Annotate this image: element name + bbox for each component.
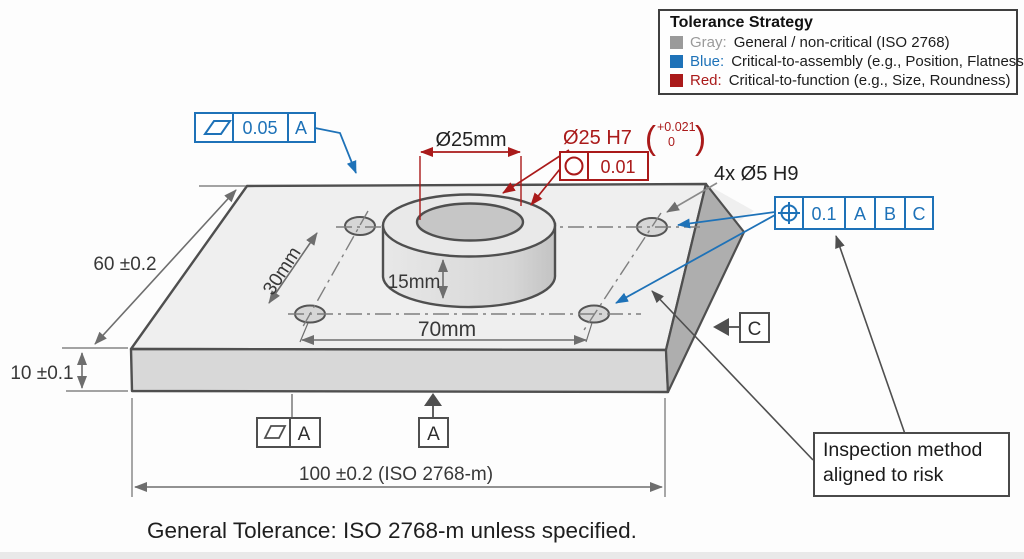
fcf-roundness: 0.01 bbox=[559, 151, 649, 181]
fcf-position-datum-c: C bbox=[913, 204, 926, 224]
fcf-flatness-frame bbox=[194, 112, 316, 143]
roundness-icon bbox=[564, 156, 584, 176]
bore-tol-lower: 0 bbox=[668, 135, 675, 149]
flatness-frame-datum-label: A bbox=[298, 424, 311, 445]
datum-c-label: C bbox=[748, 319, 762, 340]
dimension-texts: 60 ±0.2 10 ±0.1 100 ±0.2 (ISO 2768-m) 70… bbox=[10, 129, 798, 485]
datum-a-frame bbox=[418, 417, 449, 448]
inspection-leader-line bbox=[835, 235, 906, 435]
fcf-position: 0.1 A B C bbox=[615, 196, 934, 304]
centerline-left bbox=[300, 210, 369, 331]
boss-bore bbox=[415, 202, 525, 242]
red-swatch-icon bbox=[670, 74, 683, 87]
gray-dimensions bbox=[62, 185, 666, 497]
datum-c: C bbox=[713, 312, 770, 343]
plate-front-face bbox=[129, 347, 670, 394]
roundness-leader-line bbox=[530, 168, 561, 206]
dim-plate-thickness: 10 ±0.1 bbox=[10, 363, 73, 384]
legend-desc: Critical-to-assembly (e.g., Position, Fl… bbox=[731, 53, 1024, 70]
legend-label: Gray: bbox=[690, 34, 727, 51]
dim-hole-pitch-length: 70mm bbox=[418, 318, 476, 341]
general-tolerance-note: General Tolerance: ISO 2768-m unless spe… bbox=[147, 518, 637, 543]
bore-callout: Ø25 H7 bbox=[563, 127, 632, 149]
extension-line bbox=[585, 322, 593, 343]
fcf-flatness-tolerance: 0.05 bbox=[242, 118, 277, 138]
dimension-line-30 bbox=[268, 232, 318, 304]
bore-paren-close: ) bbox=[695, 119, 706, 156]
legend-desc: General / non-critical (ISO 2768) bbox=[733, 34, 950, 51]
gray-swatch-icon bbox=[670, 36, 683, 49]
boss-cylinder bbox=[381, 193, 557, 309]
datum-triangle-icon bbox=[713, 318, 729, 336]
fcf-position-frame bbox=[774, 196, 934, 230]
fcf-position-tolerance: 0.1 bbox=[811, 204, 836, 224]
blue-swatch-icon bbox=[670, 55, 683, 68]
position-leader-line bbox=[615, 214, 776, 304]
inspection-leader-line bbox=[651, 290, 814, 461]
fcf-position-datum-b: B bbox=[884, 204, 896, 224]
bore-leader-line bbox=[502, 149, 570, 194]
fcf-flatness: 0.05 A bbox=[194, 112, 357, 174]
inspection-leaders bbox=[651, 235, 906, 461]
flatness-frame-box bbox=[256, 417, 321, 448]
tolerance-strategy-legend: Tolerance Strategy Gray: General / non-c… bbox=[658, 9, 1024, 95]
bore-tol-upper: +0.021 bbox=[657, 120, 696, 134]
datum-triangle-icon bbox=[424, 393, 442, 406]
holes-leader-line bbox=[666, 182, 718, 213]
inspection-note-box: Inspection method aligned to risk bbox=[813, 432, 1010, 497]
datum-a: A bbox=[418, 393, 449, 448]
bore-callout-text: Ø25 H7 ( +0.021 0 ) bbox=[563, 119, 706, 156]
dim-boss-height: 15mm bbox=[388, 272, 441, 293]
legend-row-red: Red: Critical-to-function (e.g., Size, R… bbox=[660, 71, 1016, 90]
red-callouts bbox=[419, 147, 570, 220]
flatness-icon bbox=[263, 425, 287, 439]
inspection-note-line2: aligned to risk bbox=[823, 464, 944, 487]
bottom-divider bbox=[0, 552, 1024, 559]
legend-label: Red: bbox=[690, 72, 722, 89]
flatness-icon bbox=[203, 120, 232, 135]
dimension-line-60 bbox=[94, 189, 237, 345]
legend-label: Blue: bbox=[690, 53, 725, 70]
centerline-right bbox=[583, 212, 662, 331]
legend-desc: Critical-to-function (e.g., Size, Roundn… bbox=[728, 72, 1011, 89]
holes-callout-label: 4x Ø5 H9 bbox=[714, 163, 798, 185]
dim-boss-outer-diameter: Ø25mm bbox=[435, 129, 506, 151]
datum-a-label: A bbox=[427, 424, 440, 445]
position-leader-line bbox=[677, 211, 776, 229]
fcf-flatness-datum: A bbox=[295, 118, 307, 138]
dim-plate-width: 60 ±0.2 bbox=[93, 254, 156, 275]
datum-c-frame bbox=[739, 312, 770, 343]
dim-plate-length: 100 ±0.2 (ISO 2768-m) bbox=[299, 464, 493, 485]
position-icon bbox=[778, 202, 800, 224]
hole-back-left bbox=[344, 216, 376, 236]
legend-row-gray: Gray: General / non-critical (ISO 2768) bbox=[660, 33, 1016, 52]
legend-title: Tolerance Strategy bbox=[670, 14, 813, 31]
legend-row-blue: Blue: Critical-to-assembly (e.g., Positi… bbox=[660, 52, 1024, 71]
flatness-leader-line bbox=[314, 127, 357, 174]
inspection-note-line1: Inspection method bbox=[823, 439, 983, 461]
flatness-datum-frame: A bbox=[256, 394, 321, 448]
fcf-position-datum-a: A bbox=[854, 204, 866, 224]
bore-paren-open: ( bbox=[645, 119, 656, 156]
fcf-roundness-tolerance: 0.01 bbox=[600, 157, 635, 177]
